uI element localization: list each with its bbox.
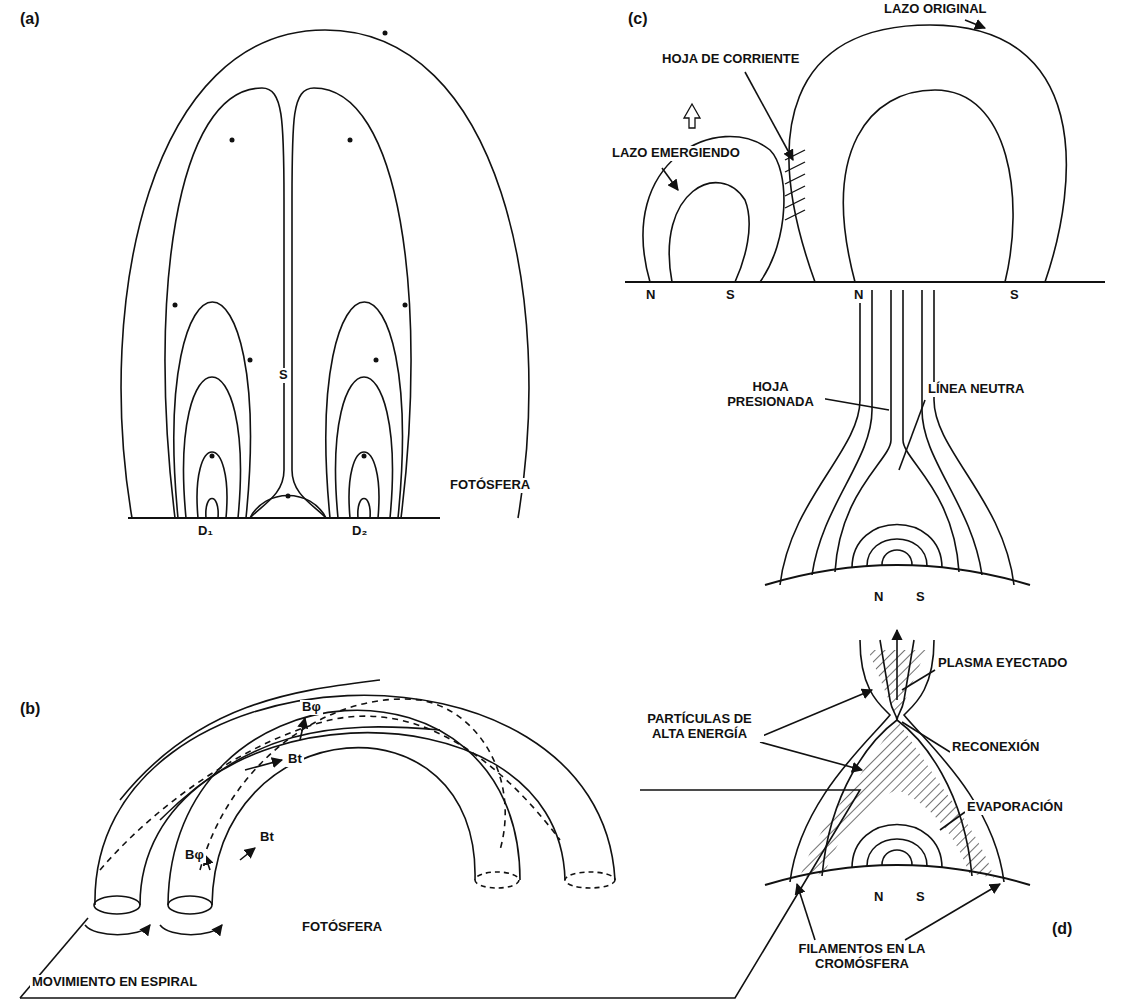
panel-letter: (d) bbox=[1050, 920, 1074, 938]
panel-letter: (c) bbox=[626, 10, 650, 28]
dipole-label: D₂ bbox=[350, 524, 369, 539]
polarity-label: S bbox=[1008, 288, 1021, 303]
polarity-label: S bbox=[914, 890, 927, 905]
surface-label: FOTÓSFERA bbox=[300, 920, 384, 935]
reconnection-label: RECONEXIÓN bbox=[950, 740, 1041, 755]
twisted-flux-tubes bbox=[20, 680, 860, 998]
field-component: Bφ bbox=[183, 848, 206, 863]
polarity-label: N bbox=[852, 288, 865, 303]
sheet-label: HOJA PRESIONADA bbox=[716, 380, 825, 410]
panel-letter: (a) bbox=[18, 10, 42, 28]
plasma-label: PLASMA EYECTADO bbox=[936, 656, 1069, 671]
field-component: Bt bbox=[286, 752, 304, 767]
particles-label: PARTÍCULAS DE ALTA ENERGÍA bbox=[635, 712, 764, 742]
point-label: S bbox=[277, 368, 290, 383]
neutral-line-label: LÍNEA NEUTRA bbox=[926, 382, 1026, 397]
evaporation-label: EVAPORACIÓN bbox=[965, 800, 1065, 815]
motion-label: MOVIMIENTO EN ESPIRAL bbox=[30, 975, 199, 990]
field-component: Bφ bbox=[300, 700, 323, 715]
polarity-label: N bbox=[872, 890, 885, 905]
polarity-label: S bbox=[724, 288, 737, 303]
surface-label: FOTÓSFERA bbox=[448, 478, 532, 493]
panel-letter: (b) bbox=[18, 700, 42, 718]
polarity-label: S bbox=[914, 590, 927, 605]
neutral-line-field bbox=[765, 290, 1030, 585]
polarity-label: N bbox=[644, 288, 657, 303]
dipole-label: D₁ bbox=[196, 524, 215, 539]
loop-label: LAZO EMERGIENDO bbox=[610, 146, 742, 161]
sheet-label: HOJA DE CORRIENTE bbox=[660, 52, 801, 67]
reconnection-field bbox=[760, 630, 1030, 940]
polarity-label: N bbox=[872, 590, 885, 605]
dipole-field bbox=[121, 30, 529, 518]
field-component: Bt bbox=[258, 830, 276, 845]
filament-label: FILAMENTOS EN LA CROMÓSFERA bbox=[780, 942, 944, 972]
loop-label: LAZO ORIGINAL bbox=[882, 2, 989, 17]
